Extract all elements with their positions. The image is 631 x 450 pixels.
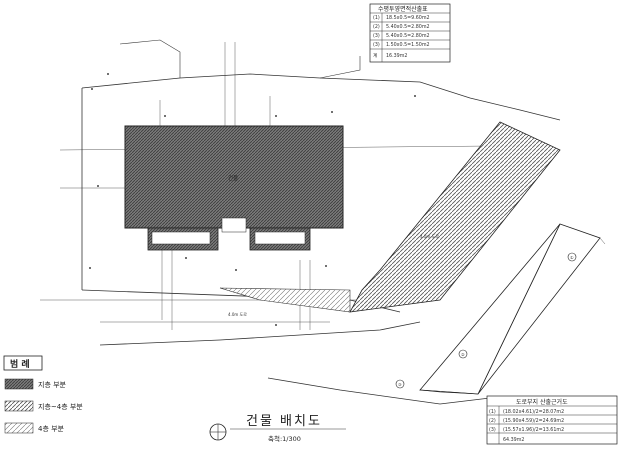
area-table-top-title: 수평투영면적산출표 — [378, 5, 428, 13]
table-top-row-formula: 5.40x0.5=2.80m2 — [386, 33, 430, 39]
triangle-diagram: ① ② ③ — [395, 223, 606, 395]
table-top-row-no: 계 — [373, 52, 377, 59]
table-top-row-formula: 5.40x0.5=2.80m2 — [386, 24, 430, 30]
drawing-scale: 축척:1/300 — [268, 434, 301, 443]
legend-swatch-medium — [4, 400, 34, 412]
table-top-row-formula: 16.39m2 — [386, 53, 407, 59]
table-bottom-row-formula: 64.39m2 — [503, 437, 524, 443]
legend-swatch-light — [4, 422, 34, 434]
legend-heading: 범 례 — [10, 358, 30, 370]
setback-label: 4.0m 도로 — [420, 234, 439, 239]
table-top-row-formula: 18.5x0.5=9.60m2 — [386, 15, 430, 21]
table-top-row-no: (3) — [373, 42, 380, 48]
survey-markers — [89, 73, 416, 326]
legend-item-label: 지층~4층 부분 — [38, 402, 83, 411]
table-bottom-row-formula: (15.57x1.96)/2=13.61m2 — [503, 427, 564, 433]
table-bottom-row-no: (1) — [489, 409, 496, 415]
legend-item-label: 지층 부분 — [38, 380, 67, 389]
area-table-top: 수평투영면적산출표 (1) 18.5x0.5=9.60m2 (2) 5.40x0… — [369, 3, 451, 63]
table-bottom-row-no: (3) — [489, 427, 496, 433]
building-label: 건물 — [228, 175, 238, 182]
legend: 범 례 지층 부분 지층~4층 부분 4층 부분 — [3, 355, 83, 434]
drawing-title: 건물 배치도 — [246, 414, 322, 429]
circle-2: ② — [461, 352, 465, 357]
table-top-row-formula: 1.50x0.5=1.50m2 — [386, 42, 430, 48]
legend-swatch-dense — [4, 378, 34, 390]
table-bottom-row-formula: (15.90x4.59)/2=24.69m2 — [503, 418, 564, 424]
table-bottom-row-no: (2) — [489, 418, 496, 424]
road-strip — [219, 121, 561, 313]
table-top-row-no: (2) — [373, 24, 380, 30]
area-table-bottom-title: 도로부지 산출근거도 — [516, 398, 568, 406]
legend-item-label: 4층 부분 — [38, 424, 65, 433]
title-block: 건물 배치도 축척:1/300 — [209, 414, 346, 443]
table-top-row-no: (3) — [373, 33, 380, 39]
area-table-bottom: 도로부지 산출근거도 (1) (18.02x4.61)/2=28.07m2 (2… — [486, 395, 618, 445]
table-bottom-row-formula: (18.02x4.61)/2=28.07m2 — [503, 409, 564, 415]
circle-3: ③ — [398, 382, 402, 387]
road-label: 4.0m 도로 — [228, 312, 247, 317]
circle-1: ① — [570, 255, 574, 260]
building-footprint: 건물 — [124, 125, 344, 251]
road-edges — [99, 321, 491, 405]
table-top-row-no: (1) — [373, 15, 380, 21]
